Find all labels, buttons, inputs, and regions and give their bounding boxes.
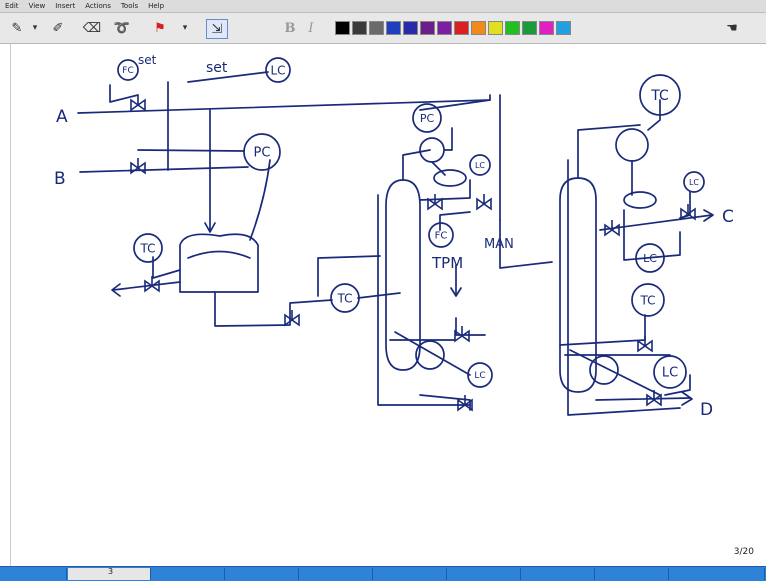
toolbar: ✎ ▾ ✐ ⌫ ➰ ⚑ ▾ ⇲ B I ☚ (0, 13, 766, 44)
taskbar-button[interactable] (596, 568, 669, 580)
color-swatch[interactable] (369, 21, 384, 35)
color-swatch[interactable] (454, 21, 469, 35)
flag-dropdown-button[interactable]: ▾ (178, 19, 192, 37)
color-swatch[interactable] (556, 21, 571, 35)
color-swatch[interactable] (403, 21, 418, 35)
menu-actions[interactable]: Actions (80, 0, 116, 12)
menu-bar: Edit View Insert Actions Tools Help (0, 0, 766, 13)
color-swatch[interactable] (471, 21, 486, 35)
lasso-icon: ➰ (114, 21, 130, 36)
taskbar-button[interactable] (300, 568, 373, 580)
taskbar (0, 566, 766, 581)
highlighter-tool-button[interactable]: ✐ (48, 19, 68, 37)
page-counter: 3/20 (734, 547, 754, 557)
eraser-icon: ⌫ (83, 21, 101, 36)
pen-dropdown-button[interactable]: ▾ (28, 19, 42, 37)
color-swatch[interactable] (386, 21, 401, 35)
color-swatch[interactable] (488, 21, 503, 35)
zoom-button[interactable]: ☚ (724, 19, 740, 37)
flag-icon: ⚑ (154, 21, 166, 36)
menu-edit[interactable]: Edit (0, 0, 24, 12)
color-swatch[interactable] (505, 21, 520, 35)
taskbar-button[interactable] (448, 568, 521, 580)
pen-tool-button[interactable]: ✎ (8, 19, 26, 37)
italic-button[interactable]: I (304, 19, 318, 37)
taskbar-button[interactable] (0, 568, 67, 580)
taskbar-button[interactable] (522, 568, 595, 580)
lasso-tool-button[interactable]: ➰ (112, 19, 132, 37)
bold-button[interactable]: B (282, 19, 298, 37)
chevron-down-icon: ▾ (33, 23, 38, 33)
highlighter-icon: ✐ (53, 21, 64, 36)
chevron-down-icon: ▾ (183, 23, 188, 33)
pen-icon: ✎ (12, 21, 23, 36)
eraser-tool-button[interactable]: ⌫ (82, 19, 102, 37)
menu-help[interactable]: Help (143, 0, 169, 12)
color-swatch[interactable] (539, 21, 554, 35)
flag-tool-button[interactable]: ⚑ (150, 19, 170, 37)
taskbar-button[interactable] (152, 568, 225, 580)
menu-tools[interactable]: Tools (116, 0, 143, 12)
note-canvas[interactable] (0, 44, 766, 566)
taskbar-tray[interactable] (670, 568, 765, 580)
page-margin-line (10, 44, 11, 566)
color-swatch[interactable] (335, 21, 350, 35)
color-swatch[interactable] (522, 21, 537, 35)
taskbar-button[interactable] (226, 568, 299, 580)
taskbar-page-label: 3 (108, 567, 113, 576)
color-swatch[interactable] (420, 21, 435, 35)
insert-space-button[interactable]: ⇲ (206, 19, 228, 39)
menu-insert[interactable]: Insert (50, 0, 80, 12)
color-swatch[interactable] (352, 21, 367, 35)
color-swatch[interactable] (437, 21, 452, 35)
hand-icon: ☚ (726, 21, 738, 36)
menu-view[interactable]: View (24, 0, 51, 12)
taskbar-button[interactable] (374, 568, 447, 580)
insert-space-icon: ⇲ (212, 22, 223, 37)
